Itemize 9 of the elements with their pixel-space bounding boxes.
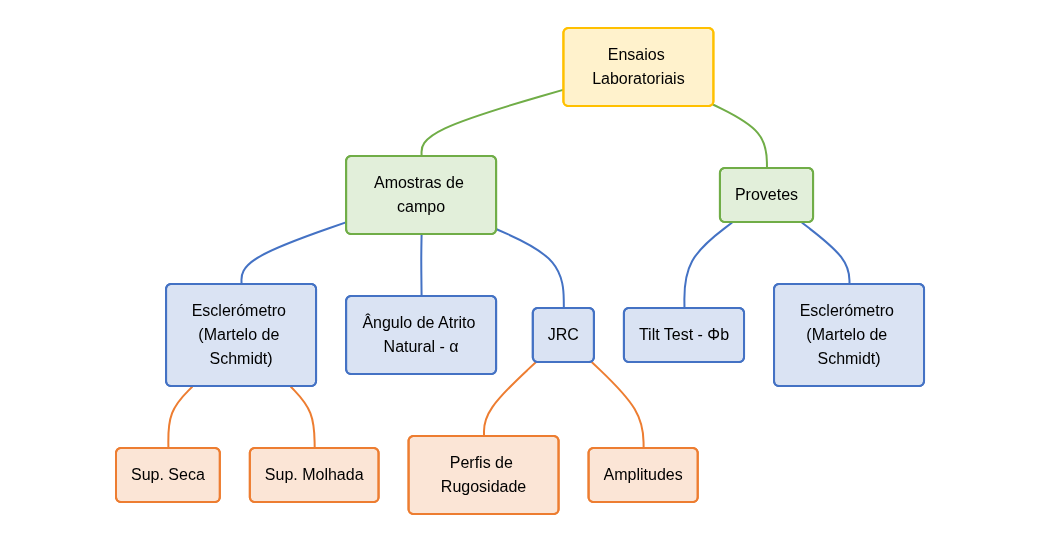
connector (495, 228, 565, 310)
connector (420, 233, 423, 298)
connector (683, 221, 734, 310)
connector (800, 221, 851, 286)
connector (167, 385, 194, 450)
connector (482, 360, 538, 438)
connector (289, 385, 316, 450)
connector (590, 360, 645, 450)
connector (711, 103, 768, 170)
